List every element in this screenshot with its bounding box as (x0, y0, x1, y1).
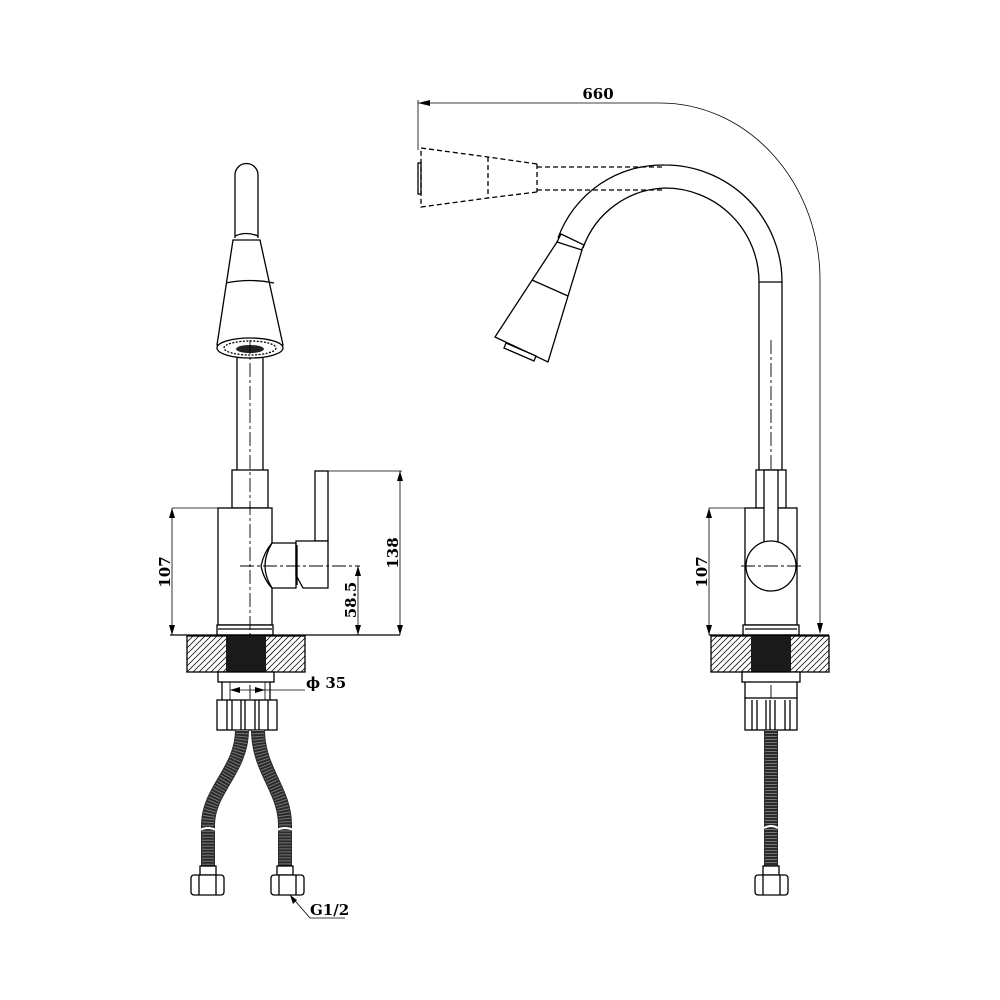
hatch-line (710, 635, 730, 655)
hatch-line (186, 635, 194, 643)
hatch-line (300, 667, 306, 673)
front-spray-head (216, 162, 284, 359)
hatch-line (806, 649, 830, 673)
dim-handle-axis: 58.5 (342, 582, 360, 619)
side-shank (741, 671, 801, 896)
dim-reach: 660 (582, 85, 613, 103)
hatch-line (192, 635, 230, 673)
hatch-line (186, 635, 212, 661)
front-body (216, 507, 274, 636)
side-spray-head (494, 233, 585, 363)
side-counter-section (709, 634, 830, 673)
hatch-line (276, 643, 306, 673)
front-shank (216, 671, 278, 731)
hatch-line (710, 635, 748, 673)
hatch-line (186, 635, 224, 673)
side-dimensions (417, 100, 823, 635)
side-spout (557, 164, 783, 740)
dim-shank-diameter: ϕ 35 (306, 674, 346, 692)
hatch-line (824, 667, 830, 673)
hatch-line (294, 661, 306, 673)
hatch-line (186, 635, 218, 667)
hatch-line (288, 655, 306, 673)
hatch-line (270, 637, 306, 673)
hatch-line (710, 635, 724, 649)
dim-total-height: 138 (384, 537, 402, 568)
hatch-line (264, 635, 302, 673)
hatch-line (818, 661, 830, 673)
side-body (741, 469, 801, 636)
hatch-line (282, 649, 306, 673)
hatch-line (186, 635, 200, 649)
front-counter-section (170, 634, 400, 673)
side-view: 660 107 (417, 85, 830, 896)
hatch-line (186, 635, 206, 655)
side-spray-head-extended-ghost (417, 147, 665, 208)
front-view: 107 138 58.5 ϕ 35 G1/2 (156, 162, 403, 919)
hatch-line (716, 635, 754, 673)
hatch-line (794, 637, 830, 673)
hatch-line (710, 635, 718, 643)
supply-hoses (190, 729, 305, 896)
hatch-line (800, 643, 830, 673)
hatch-line (710, 635, 742, 667)
dim-body-height-side: 107 (693, 556, 711, 587)
hatch-line (710, 635, 736, 661)
hatch-line (812, 655, 830, 673)
front-dimensions (169, 470, 403, 919)
hatch-line (788, 635, 826, 673)
dim-connection-thread: G1/2 (310, 901, 349, 919)
front-handle (260, 470, 329, 589)
dim-body-height-front: 107 (156, 556, 174, 587)
